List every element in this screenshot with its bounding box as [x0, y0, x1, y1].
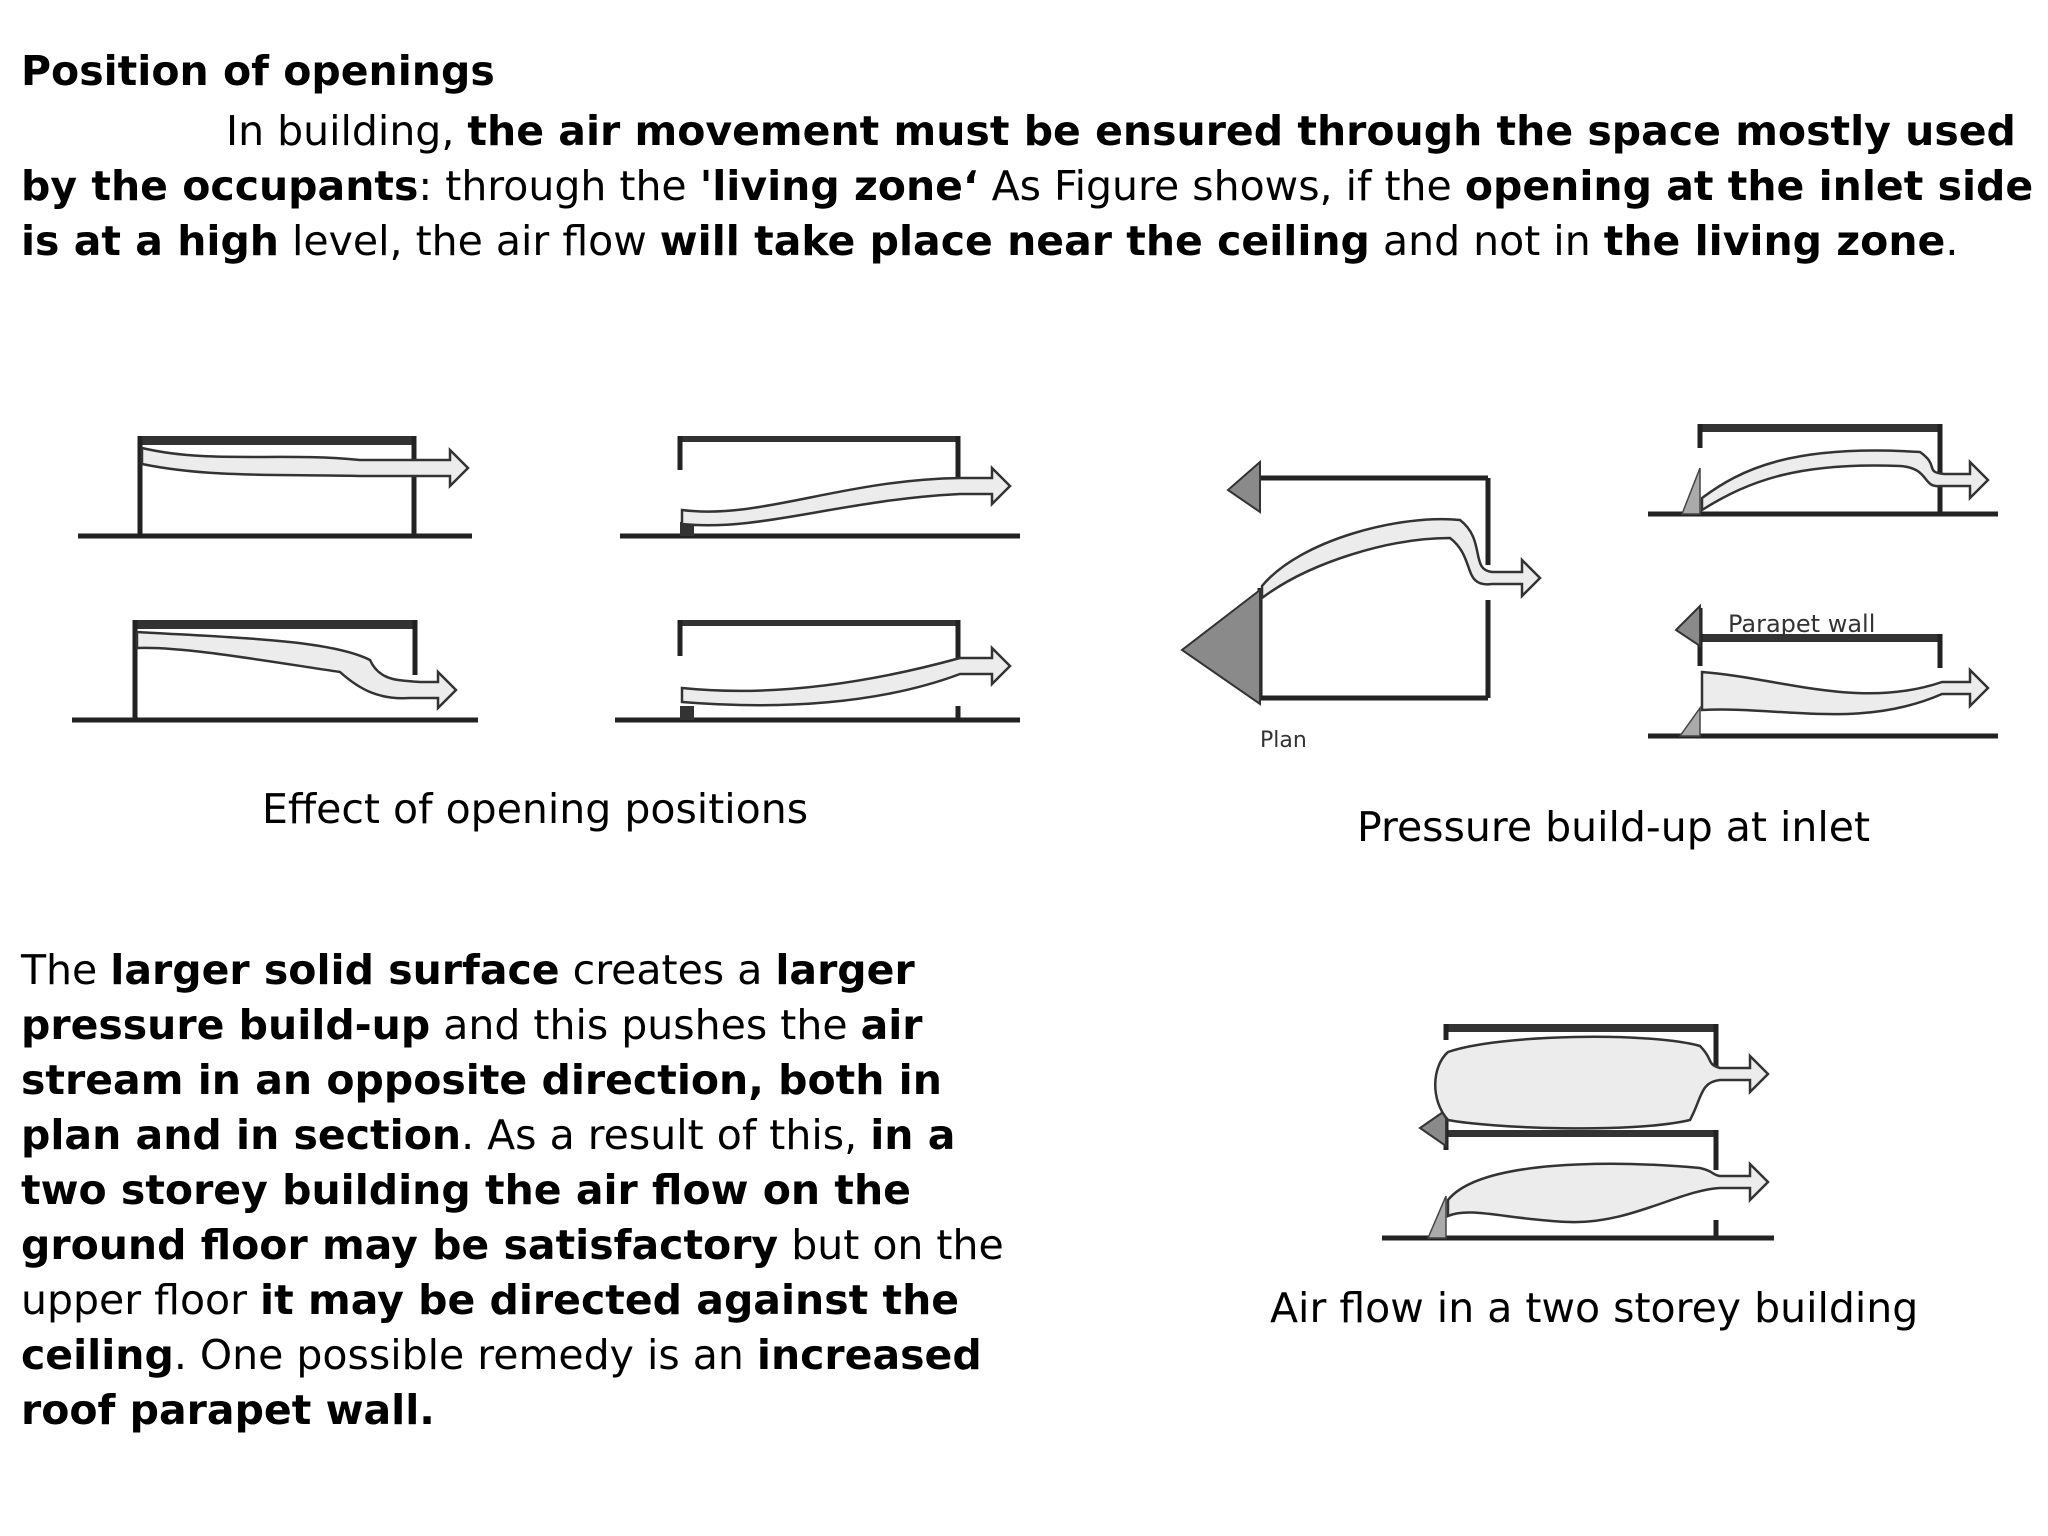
- intro-run: level, the air flow: [279, 217, 660, 265]
- intro-run: the living zone: [1603, 217, 1946, 265]
- body-run: it may be directed against the ceiling: [21, 1276, 960, 1379]
- figure-caption-opening-positions: Effect of opening positions: [262, 785, 809, 833]
- figure-caption-pressure-buildup: Pressure build-up at inlet: [1357, 803, 1871, 851]
- intro-run: : through the: [418, 162, 700, 210]
- diagram-high-inlet-low-outlet: [72, 620, 478, 723]
- body-run: . One possible remedy is an: [173, 1331, 757, 1379]
- body-run: creates a: [559, 946, 776, 994]
- intro-run: In building,: [226, 107, 468, 155]
- intro-run: As Figure shows, if the: [978, 162, 1465, 210]
- figure-caption-two-storey: Air flow in a two storey building: [1270, 1284, 1919, 1332]
- body-run: larger solid surface: [110, 946, 560, 994]
- plan-label: Plan: [1260, 728, 1307, 753]
- body-run: air stream in an opposite direction, bot…: [21, 1001, 942, 1159]
- diagram-plan-view: Plan: [1180, 459, 1542, 753]
- diagram-high-inlet-high-outlet: [78, 436, 472, 539]
- parapet-wall-label: Parapet wall: [1728, 610, 1875, 638]
- diagram-section-single-storey: [1648, 424, 1998, 517]
- intro-run: and not in: [1369, 217, 1604, 265]
- body-paragraph: The larger solid surface creates a large…: [21, 943, 1011, 1438]
- body-run: . As a result of this,: [461, 1111, 871, 1159]
- body-run: and this pushes the: [430, 1001, 861, 1049]
- diagram-section-parapet: Parapet wall: [1648, 603, 1998, 739]
- intro-run: .: [1945, 217, 1959, 265]
- body-run: increased roof parapet wall.: [21, 1331, 982, 1434]
- pressure-buildup-figure: Plan Parapet wall: [1180, 424, 1998, 753]
- intro-run: 'living zone‘: [699, 162, 979, 210]
- body-run: larger pressure build-up: [21, 946, 915, 1049]
- diagram-low-inlet-low-outlet: [615, 620, 1020, 723]
- intro-paragraph: In building, the air movement must be en…: [21, 104, 2041, 269]
- body-run: but on the upper floor: [21, 1221, 1004, 1324]
- opening-positions-figure: [72, 436, 1020, 723]
- intro-run: the air movement must be ensured through…: [21, 107, 2016, 210]
- body-run: The: [21, 946, 111, 994]
- intro-run: will take place near the ceiling: [659, 217, 1370, 265]
- intro-run: opening at the inlet side is at a high: [21, 162, 2034, 265]
- section-heading: Position of openings: [21, 47, 495, 95]
- diagram-low-inlet-high-outlet: [620, 436, 1020, 539]
- body-run: in a two storey building the air flow on…: [21, 1111, 956, 1269]
- two-storey-figure: [1382, 1024, 1774, 1241]
